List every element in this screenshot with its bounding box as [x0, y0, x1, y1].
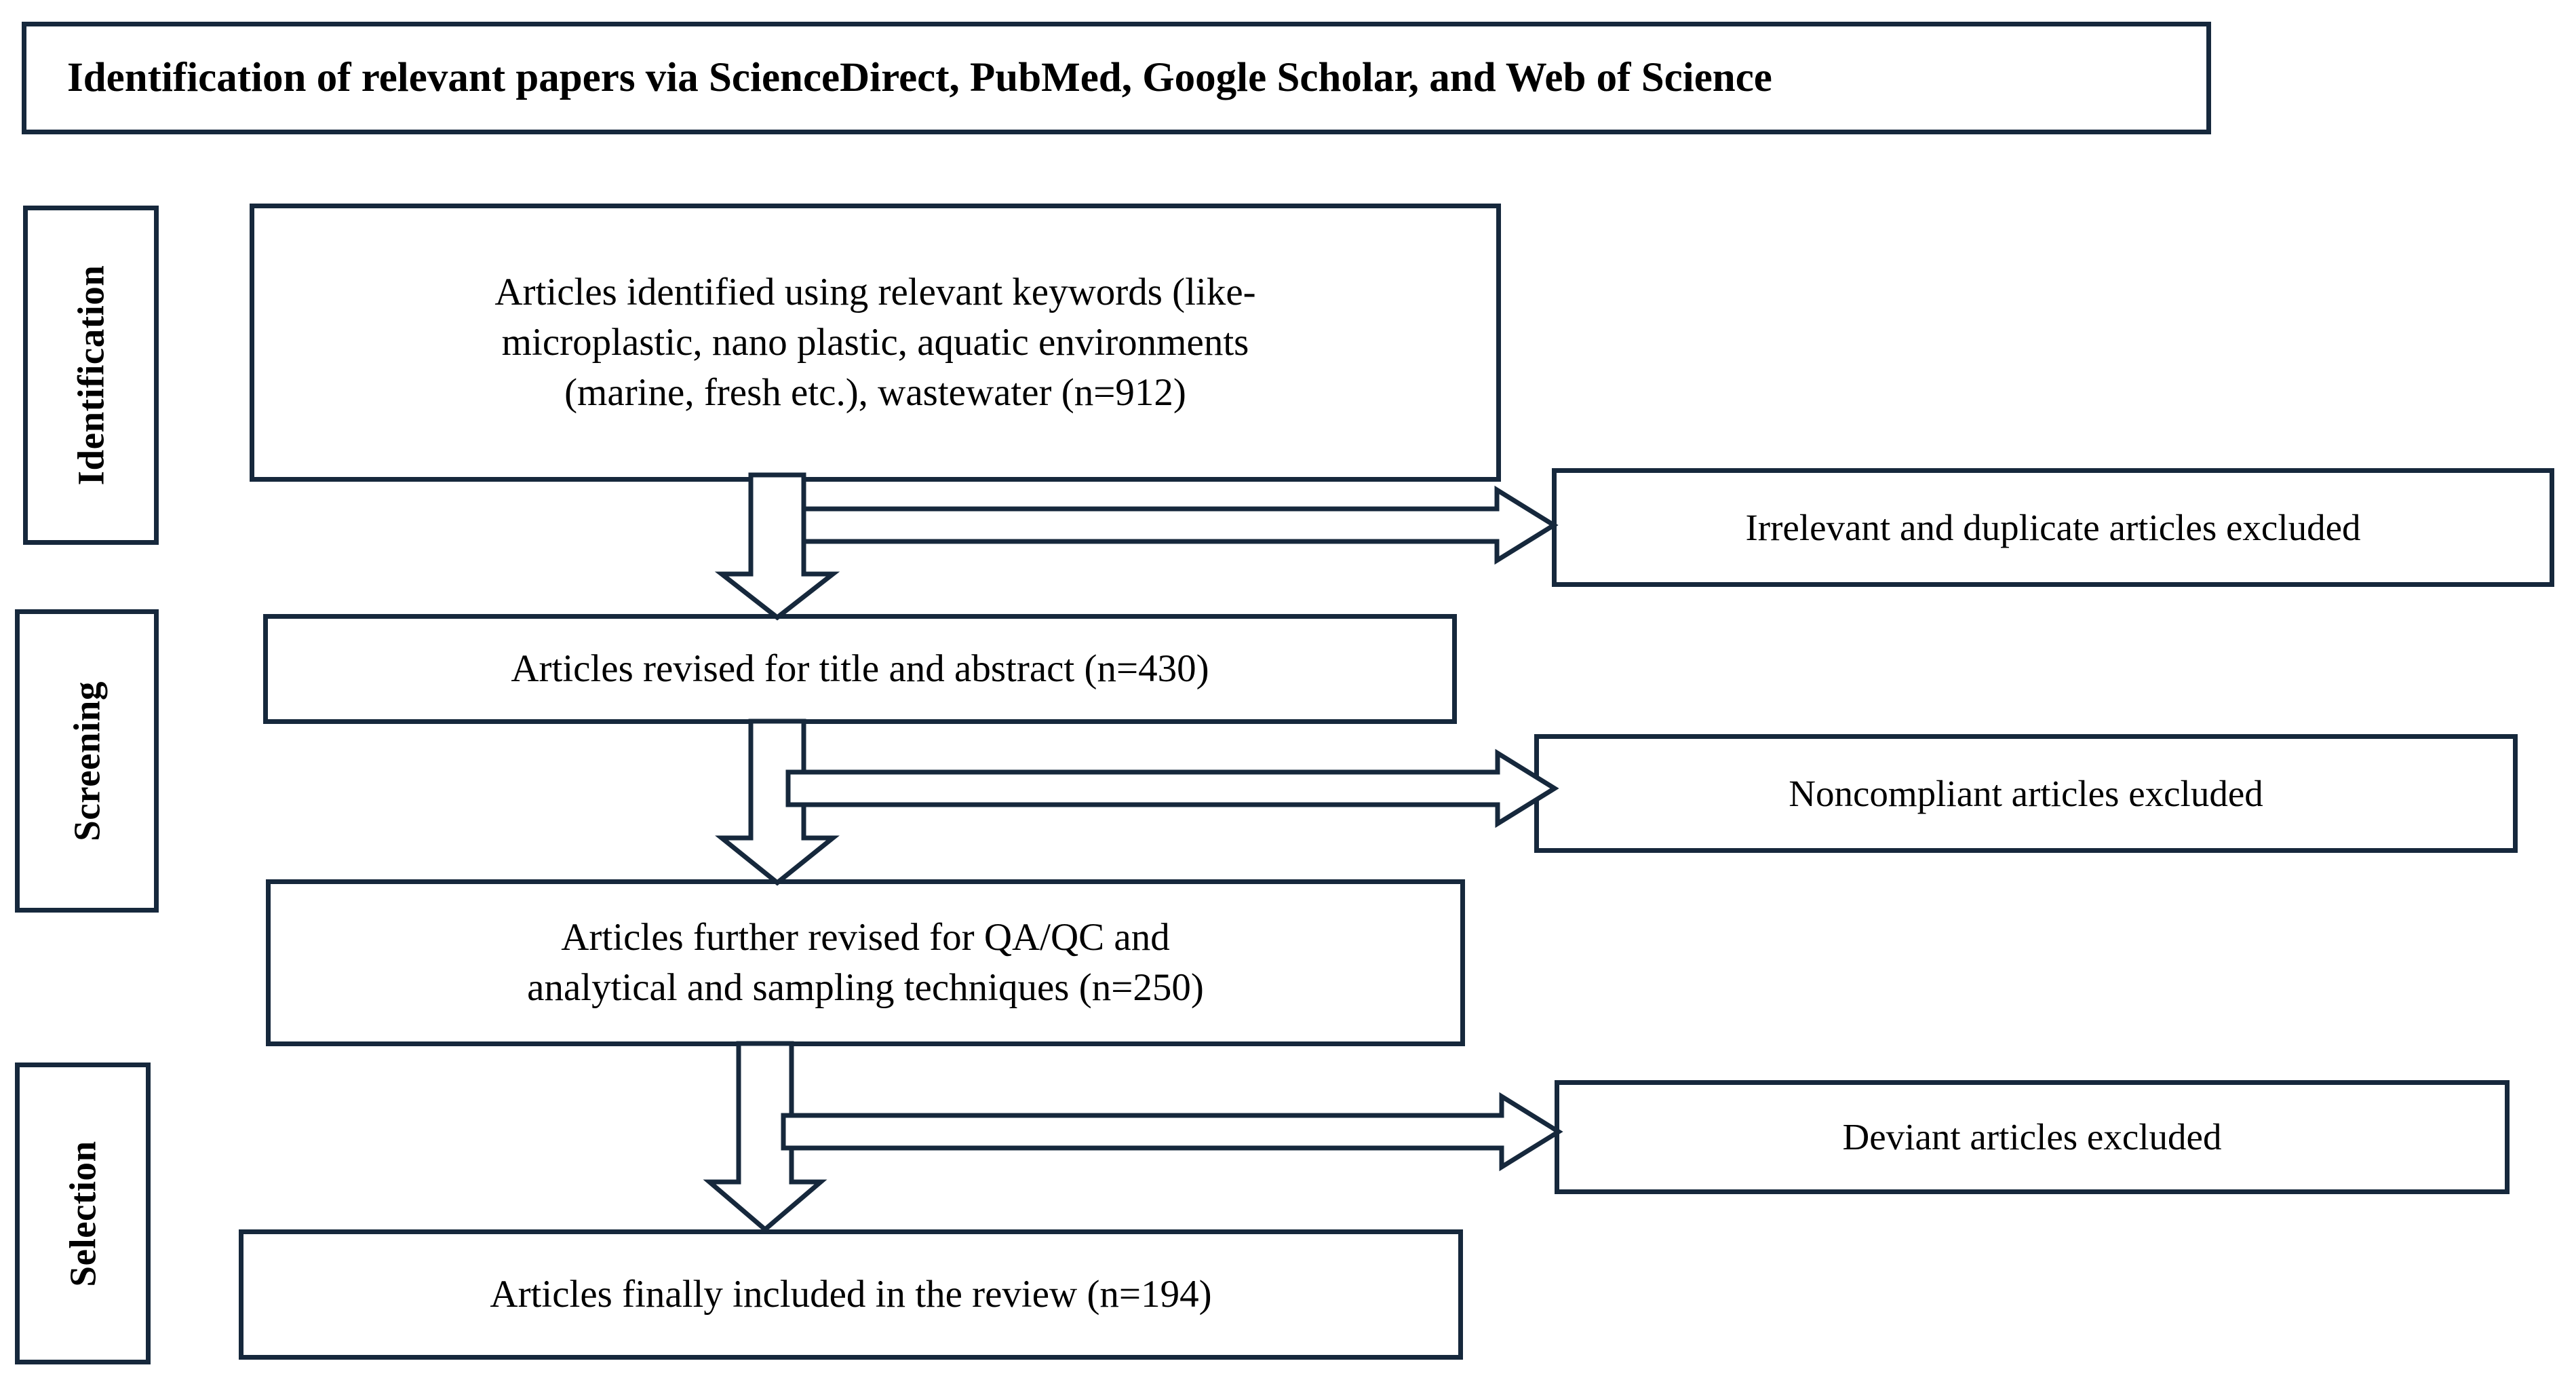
- exclusion-box-noncompliant-text: Noncompliant articles excluded: [1789, 772, 2263, 814]
- arrow-right-icon-to-noncompliant-excluded: [785, 748, 1559, 828]
- flow-box-qaqc-text: Articles further revised for QA/QC and a…: [527, 915, 1204, 1009]
- flow-box-final-included-text: Articles finally included in the review …: [490, 1272, 1212, 1316]
- flow-box-identified-text: Articles identified using relevant keywo…: [494, 270, 1256, 415]
- diagram-title-text: Identification of relevant papers via Sc…: [67, 55, 1772, 101]
- diagram-title-box: Identification of relevant papers via Sc…: [22, 22, 2211, 134]
- stage-label-screening-text: Screening: [66, 681, 108, 841]
- exclusion-box-noncompliant: Noncompliant articles excluded: [1534, 734, 2518, 853]
- arrow-right-icon-to-irrelevant-excluded: [801, 485, 1559, 565]
- stage-label-selection-text: Selection: [62, 1140, 104, 1287]
- arrow-right-icon-to-deviant-excluded: [781, 1092, 1563, 1172]
- flow-box-final-included: Articles finally included in the review …: [239, 1229, 1463, 1360]
- arrow-down-icon-identified-to-title-abstract: [714, 472, 840, 621]
- arrow-down-icon-title-abstract-to-qaqc: [715, 719, 840, 886]
- arrow-down-icon-qaqc-to-final: [703, 1041, 827, 1233]
- stage-label-identification: Identification: [23, 206, 159, 545]
- flow-box-qaqc: Articles further revised for QA/QC and a…: [266, 879, 1465, 1046]
- flow-box-title-abstract-text: Articles revised for title and abstract …: [511, 647, 1209, 690]
- stage-label-screening: Screening: [15, 609, 159, 913]
- flow-box-title-abstract: Articles revised for title and abstract …: [263, 614, 1457, 724]
- flow-box-identified: Articles identified using relevant keywo…: [250, 204, 1501, 482]
- stage-label-selection: Selection: [15, 1063, 151, 1364]
- exclusion-box-irrelevant-duplicate-text: Irrelevant and duplicate articles exclud…: [1745, 506, 2361, 548]
- exclusion-box-deviant-text: Deviant articles excluded: [1842, 1116, 2222, 1158]
- exclusion-box-irrelevant-duplicate: Irrelevant and duplicate articles exclud…: [1552, 468, 2554, 587]
- exclusion-box-deviant: Deviant articles excluded: [1555, 1080, 2510, 1194]
- stage-label-identification-text: Identification: [70, 265, 112, 486]
